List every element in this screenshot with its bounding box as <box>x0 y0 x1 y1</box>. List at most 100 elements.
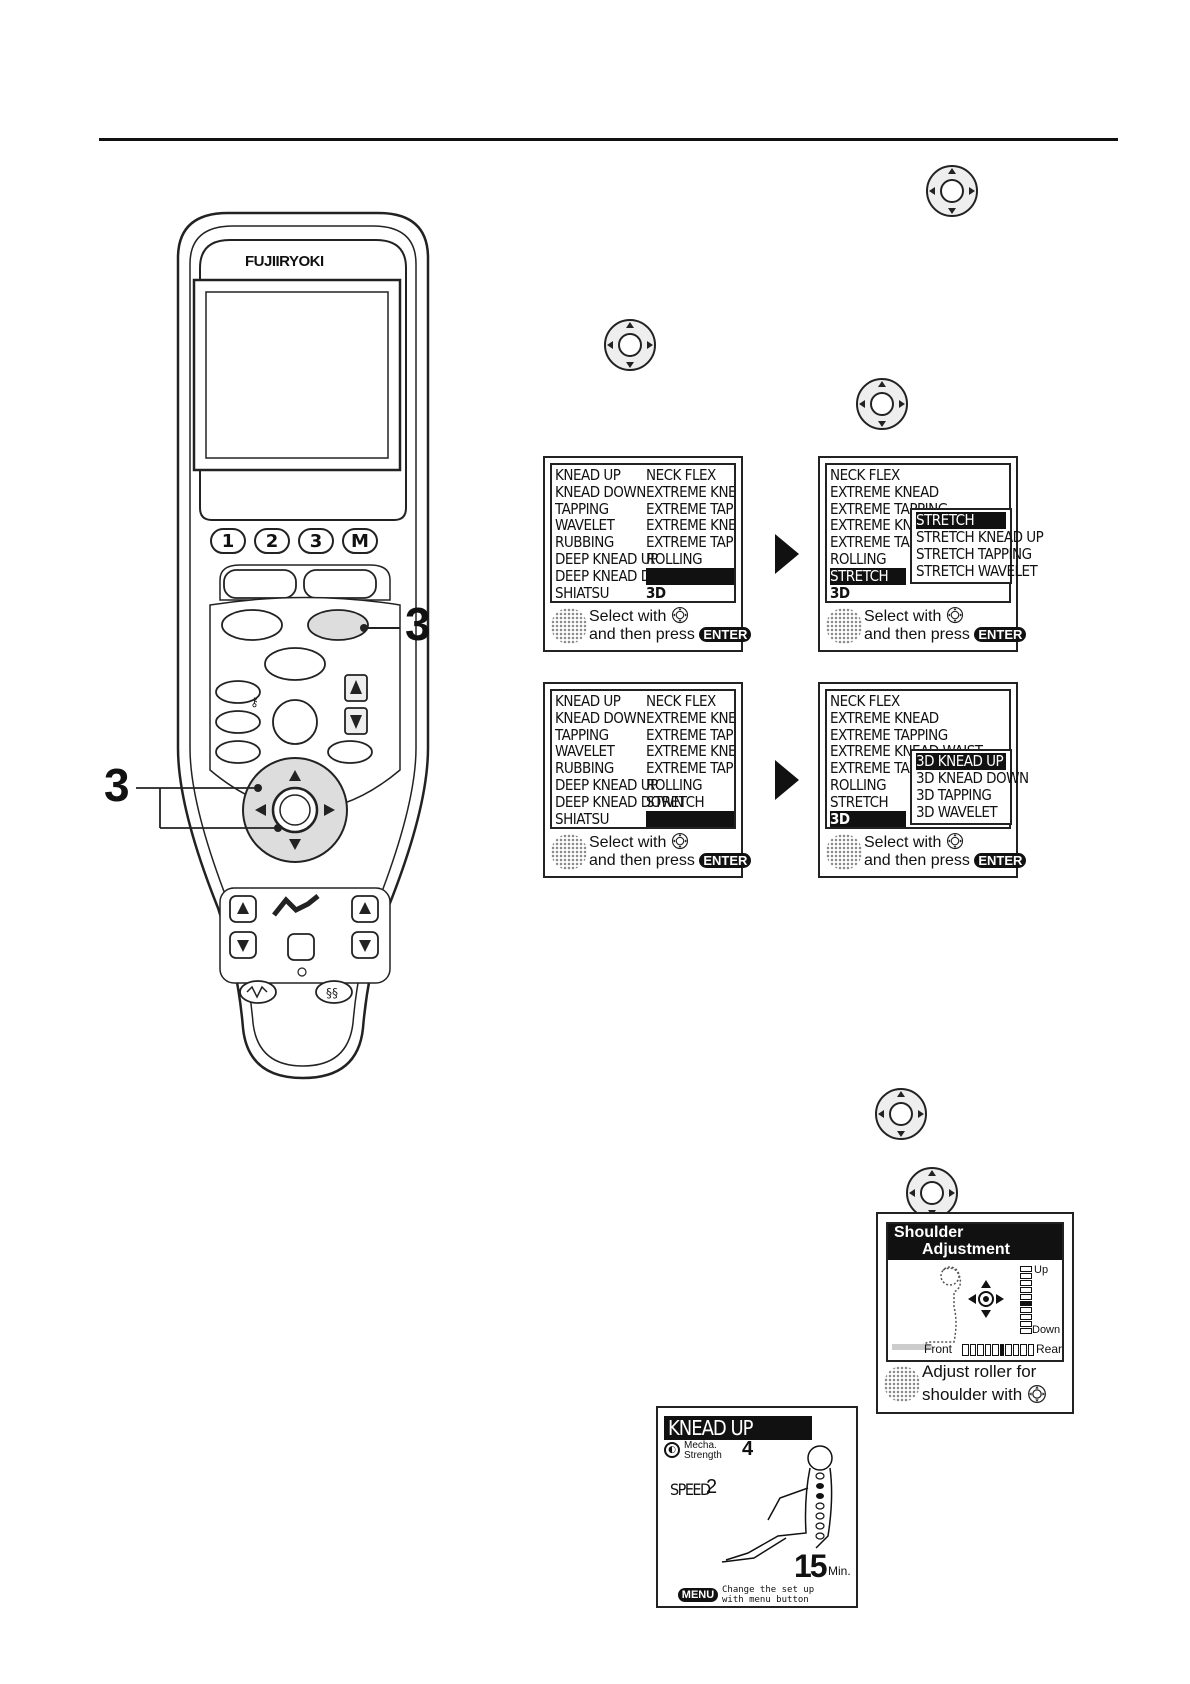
brand-logo: FUJIIRYOKI <box>245 253 324 270</box>
submenu-item-selected: 3D KNEAD UP <box>916 753 1006 770</box>
menu-item: TAPPING <box>555 499 609 518</box>
menu-item: DEEP KNEAD UP <box>555 775 658 794</box>
figure-illustration <box>892 1266 1004 1350</box>
submenu-item-selected: STRETCH <box>916 512 1006 529</box>
menu-item: EXTREME TAPPING <box>646 725 734 744</box>
dpad-icon <box>946 832 964 850</box>
submenu-item: STRETCH WAVELET <box>916 562 1038 580</box>
lcd-shoulder-adjustment: Shoulder Adjustment Up Down Front Rear A… <box>876 1212 1074 1414</box>
menu-item: SHIATSU <box>555 583 609 602</box>
shoulder-panel: Shoulder Adjustment Up Down Front Rear <box>886 1222 1064 1362</box>
dpad-icon <box>1027 1384 1047 1404</box>
lcd-footer: Select with and then press ENTER <box>824 830 1027 872</box>
preset-button-3[interactable]: 3 <box>298 528 334 554</box>
lcd-main-menu-1: KNEAD UP KNEAD DOWN TAPPING WAVELET RUBB… <box>543 456 752 652</box>
massage-chair-figure <box>721 1445 833 1563</box>
menu-right-column: NECK FLEX EXTREME KNEAD EXTREME TAPPING … <box>646 693 736 827</box>
svg-text:§§: §§ <box>326 986 338 1000</box>
submenu-item: STRETCH TAPPING <box>916 545 1032 563</box>
menu-item: EXTREME KNEAD <box>646 482 736 501</box>
submenu-item: STRETCH KNEAD UP <box>916 528 1044 546</box>
menu-left-column: NECK FLEX EXTREME KNEAD EXTREME TAPPING … <box>830 692 992 827</box>
callout-label: 3 <box>405 598 431 650</box>
mecha-strength-icon: ◐ <box>664 1442 680 1458</box>
menu-item: EXTREME KNEAD <box>830 482 939 501</box>
shoulder-title-bar: Shoulder Adjustment <box>888 1224 1062 1260</box>
hint-text: Change the set up <box>722 1585 815 1595</box>
menu-item: ROLLING <box>830 549 887 568</box>
menu-item: ROLLING <box>830 775 887 794</box>
menu-item: RUBBING <box>555 759 614 778</box>
timer-unit: Min. <box>828 1564 851 1578</box>
section-rule <box>99 138 1118 141</box>
menu-item: EXTREME KNEAD WAIST <box>646 516 736 535</box>
menu-item: SHIATSU <box>555 809 609 828</box>
menu-right-column: NECK FLEX EXTREME KNEAD EXTREME TAPPING … <box>646 466 736 601</box>
dotted-circle-icon <box>551 834 587 870</box>
dotted-circle-icon <box>884 1366 920 1402</box>
menu-item: EXTREME KNEAD WAIST <box>830 742 983 761</box>
speed-label: SPEED <box>670 1480 711 1499</box>
footer-text: Select with <box>589 608 667 625</box>
mecha-strength-value: 4 <box>742 1438 754 1460</box>
memory-button[interactable]: M <box>342 528 378 554</box>
menu-item: ROLLING <box>646 549 703 568</box>
menu-item-selected: 3D <box>830 810 906 827</box>
dpad-icon <box>603 318 657 372</box>
lcd-3d-menu: NECK FLEX EXTREME KNEAD EXTREME TAPPING … <box>818 682 1029 878</box>
submenu-panel: STRETCH STRETCH KNEAD UP STRETCH TAPPING… <box>910 508 1044 584</box>
preset-button-2[interactable]: 2 <box>254 528 290 554</box>
submenu-item: 3D WAVELET <box>916 803 998 821</box>
menu-item: KNEAD UP <box>555 466 621 484</box>
dpad-icon <box>925 164 979 218</box>
footer-text: Adjust roller for <box>922 1362 1037 1381</box>
menu-item: EXTREME KNEAD <box>646 708 736 727</box>
menu-icon: MENU <box>678 1588 718 1602</box>
menu-item: EXTREME TAPPING <box>830 499 948 518</box>
lcd-footer: Select with and then press ENTER <box>824 604 1027 646</box>
dotted-circle-icon <box>826 608 862 644</box>
callout-lines <box>136 624 400 832</box>
mecha-strength-label: Mecha. Strength <box>684 1440 722 1461</box>
lcd-knead-up-status: KNEAD UP ◐ Mecha. Strength 4 SPEED 2 15 … <box>656 1406 858 1608</box>
menu-item: DEEP KNEAD DOWN <box>555 792 684 811</box>
footer-text: and then press <box>589 626 695 643</box>
title-text: Shoulder <box>894 1224 964 1241</box>
preset-button-1[interactable]: 1 <box>210 528 246 554</box>
lcd-footer: Adjust roller for shoulder with <box>882 1362 1068 1408</box>
dpad-icon <box>671 832 689 850</box>
svg-text:⚷: ⚷ <box>250 695 259 709</box>
dpad-icon <box>671 606 689 624</box>
timer-value: 15 <box>794 1548 828 1584</box>
menu-panel: NECK FLEX EXTREME KNEAD EXTREME TAPPING … <box>825 689 1011 829</box>
menu-item: TAPPING <box>555 725 609 744</box>
menu-item: ROLLING <box>646 775 703 794</box>
submenu-item: 3D TAPPING <box>916 786 992 804</box>
program-title: KNEAD UP <box>664 1416 812 1440</box>
menu-item: EXTREME KNEAD WAIST <box>646 742 736 761</box>
menu-item: EXTREME TAPPING <box>830 725 948 744</box>
menu-left-column: NECK FLEX EXTREME KNEAD EXTREME TAPPING … <box>830 467 992 601</box>
up-label: Up <box>1034 1264 1049 1276</box>
footer-text: Select with <box>864 834 942 851</box>
menu-left-column: KNEAD UP KNEAD DOWN TAPPING WAVELET RUBB… <box>555 692 684 828</box>
next-arrow-icon <box>775 534 799 574</box>
menu-item: NECK FLEX <box>646 466 716 484</box>
dpad-icon <box>874 1087 928 1141</box>
enter-icon: ENTER <box>699 853 752 868</box>
menu-item: STRETCH <box>646 792 705 811</box>
menu-item-selected <box>646 567 734 585</box>
menu-item: DEEP KNEAD UP <box>555 549 658 568</box>
next-arrow-icon <box>775 760 799 800</box>
dpad-icon <box>855 377 909 431</box>
enter-icon: ENTER <box>699 627 752 642</box>
lcd-stretch-menu: NECK FLEX EXTREME KNEAD EXTREME TAPPING … <box>818 456 1044 652</box>
submenu-item: 3D KNEAD DOWN <box>916 769 1029 787</box>
menu-item: KNEAD UP <box>555 692 621 710</box>
enter-icon: ENTER <box>974 853 1027 868</box>
menu-item: EXTREME TAPPING <box>646 499 734 518</box>
menu-item: NECK FLEX <box>830 692 900 710</box>
footer-text: and then press <box>864 852 970 869</box>
menu-item-selected <box>646 810 734 827</box>
enter-icon: ENTER <box>974 627 1027 642</box>
